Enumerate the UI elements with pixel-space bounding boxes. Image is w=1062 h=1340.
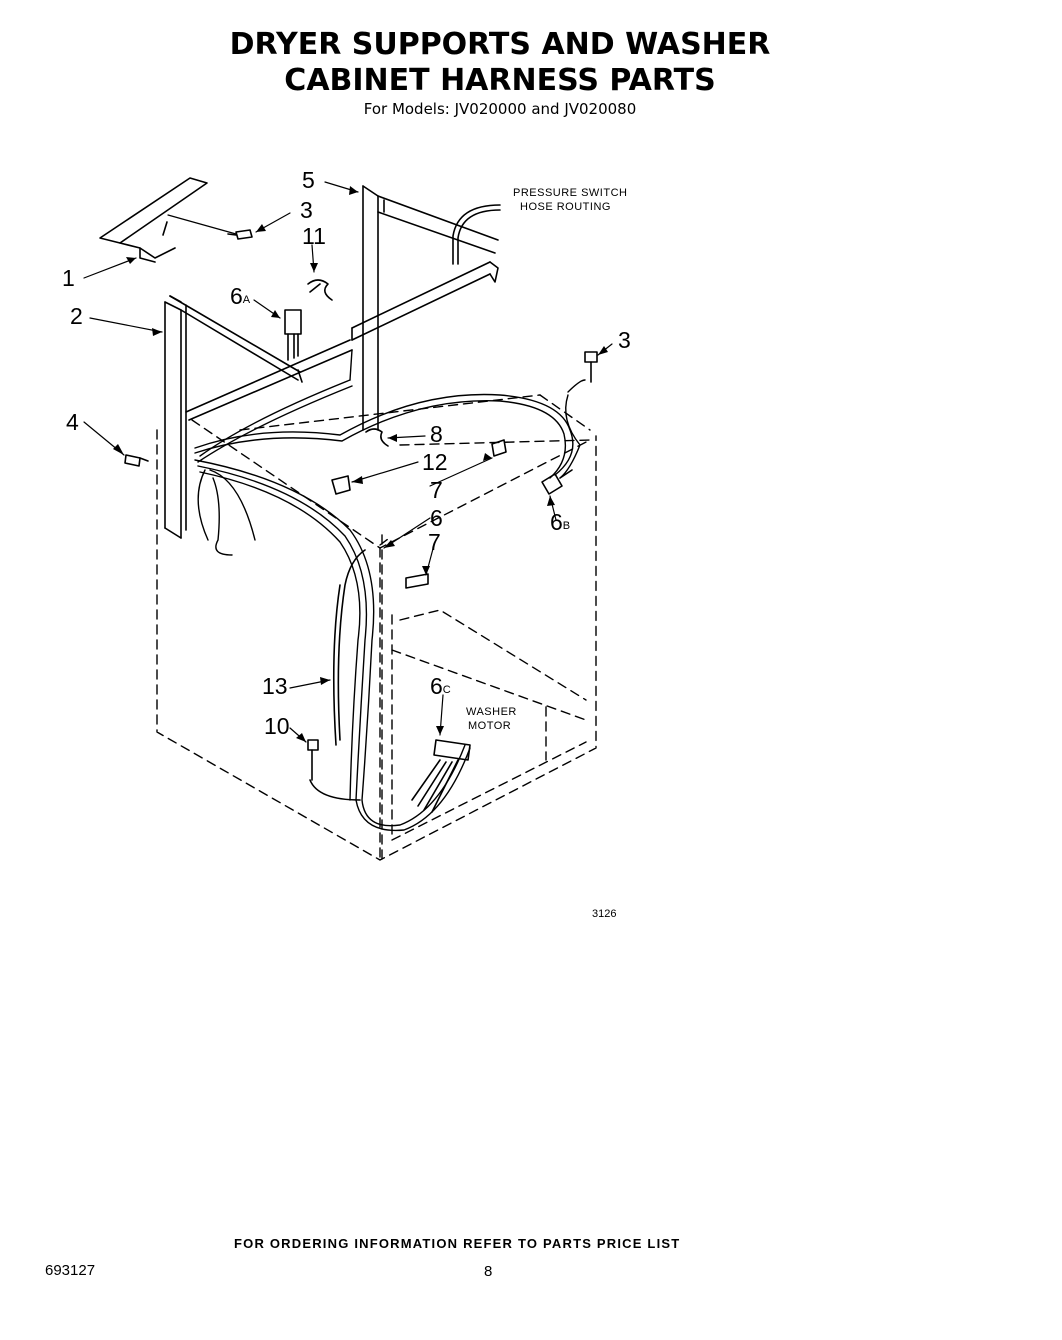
- part-2-support-frame: [164, 295, 353, 539]
- part-7-clip-lower: [405, 573, 429, 589]
- part-7-clip-upper: [491, 439, 507, 457]
- ordering-info: FOR ORDERING INFORMATION REFER TO PARTS …: [234, 1236, 681, 1251]
- washer-cabinet-outline: [156, 394, 597, 861]
- callout-3-right: 3: [618, 327, 631, 353]
- page-number: 8: [484, 1263, 493, 1280]
- part-10-screw: [307, 739, 361, 801]
- figure-code: 3126: [592, 908, 617, 920]
- callout-6b: 6B: [550, 509, 570, 535]
- callout-6a: 6A: [230, 283, 251, 309]
- callout-4: 4: [66, 409, 79, 435]
- callout-1: 1: [62, 265, 75, 291]
- pressure-switch-note-line-1: PRESSURE SWITCH: [513, 187, 627, 199]
- callout-8: 8: [430, 421, 443, 447]
- callout-6: 6: [430, 505, 443, 531]
- part-6b-connector: [541, 469, 573, 495]
- arrowheads: [113, 186, 608, 742]
- part-6-wire-harness: [194, 349, 586, 832]
- part-6a-connector: [284, 309, 302, 361]
- page-title-line-1: DRYER SUPPORTS AND WASHER: [229, 27, 771, 62]
- part-3-screw-top: [227, 229, 253, 240]
- callout-10: 10: [264, 713, 290, 739]
- callout-11: 11: [302, 223, 326, 249]
- diagram-notes: PRESSURE SWITCH HOSE ROUTING WASHER MOTO…: [466, 187, 627, 732]
- callout-2: 2: [70, 303, 83, 329]
- callout-5: 5: [302, 167, 315, 193]
- washer-motor-note-line-2: MOTOR: [468, 720, 511, 732]
- callout-6c: 6C: [430, 673, 451, 699]
- part-4-screw: [124, 454, 149, 467]
- washer-motor-note-line-1: WASHER: [466, 706, 517, 718]
- part-3-screw-right: [584, 351, 598, 383]
- part-13-hose: [332, 549, 366, 746]
- callout-7-upper: 7: [430, 477, 443, 503]
- leader-lines: [83, 181, 613, 743]
- part-11-clip: [307, 279, 333, 301]
- callout-13: 13: [262, 673, 288, 699]
- callout-7-lower: 7: [428, 529, 441, 555]
- part-1-bracket: [99, 177, 208, 263]
- page-title-line-2: CABINET HARNESS PARTS: [284, 63, 716, 98]
- callout-labels: 1 2 3 3 4 5 11 6A 8 12 7 6 7 6B 13 10 6C: [62, 167, 631, 739]
- part-12-clip: [331, 475, 351, 495]
- callout-12: 12: [422, 449, 448, 475]
- part-8-clip: [365, 428, 389, 447]
- pressure-switch-note-line-2: HOSE ROUTING: [520, 201, 611, 213]
- callout-3-top: 3: [300, 197, 313, 223]
- part-5-support-frame: [351, 185, 501, 431]
- part-6c-connector: [411, 739, 471, 813]
- document-number: 693127: [45, 1262, 96, 1279]
- models-subtitle: For Models: JV020000 and JV020080: [363, 100, 637, 118]
